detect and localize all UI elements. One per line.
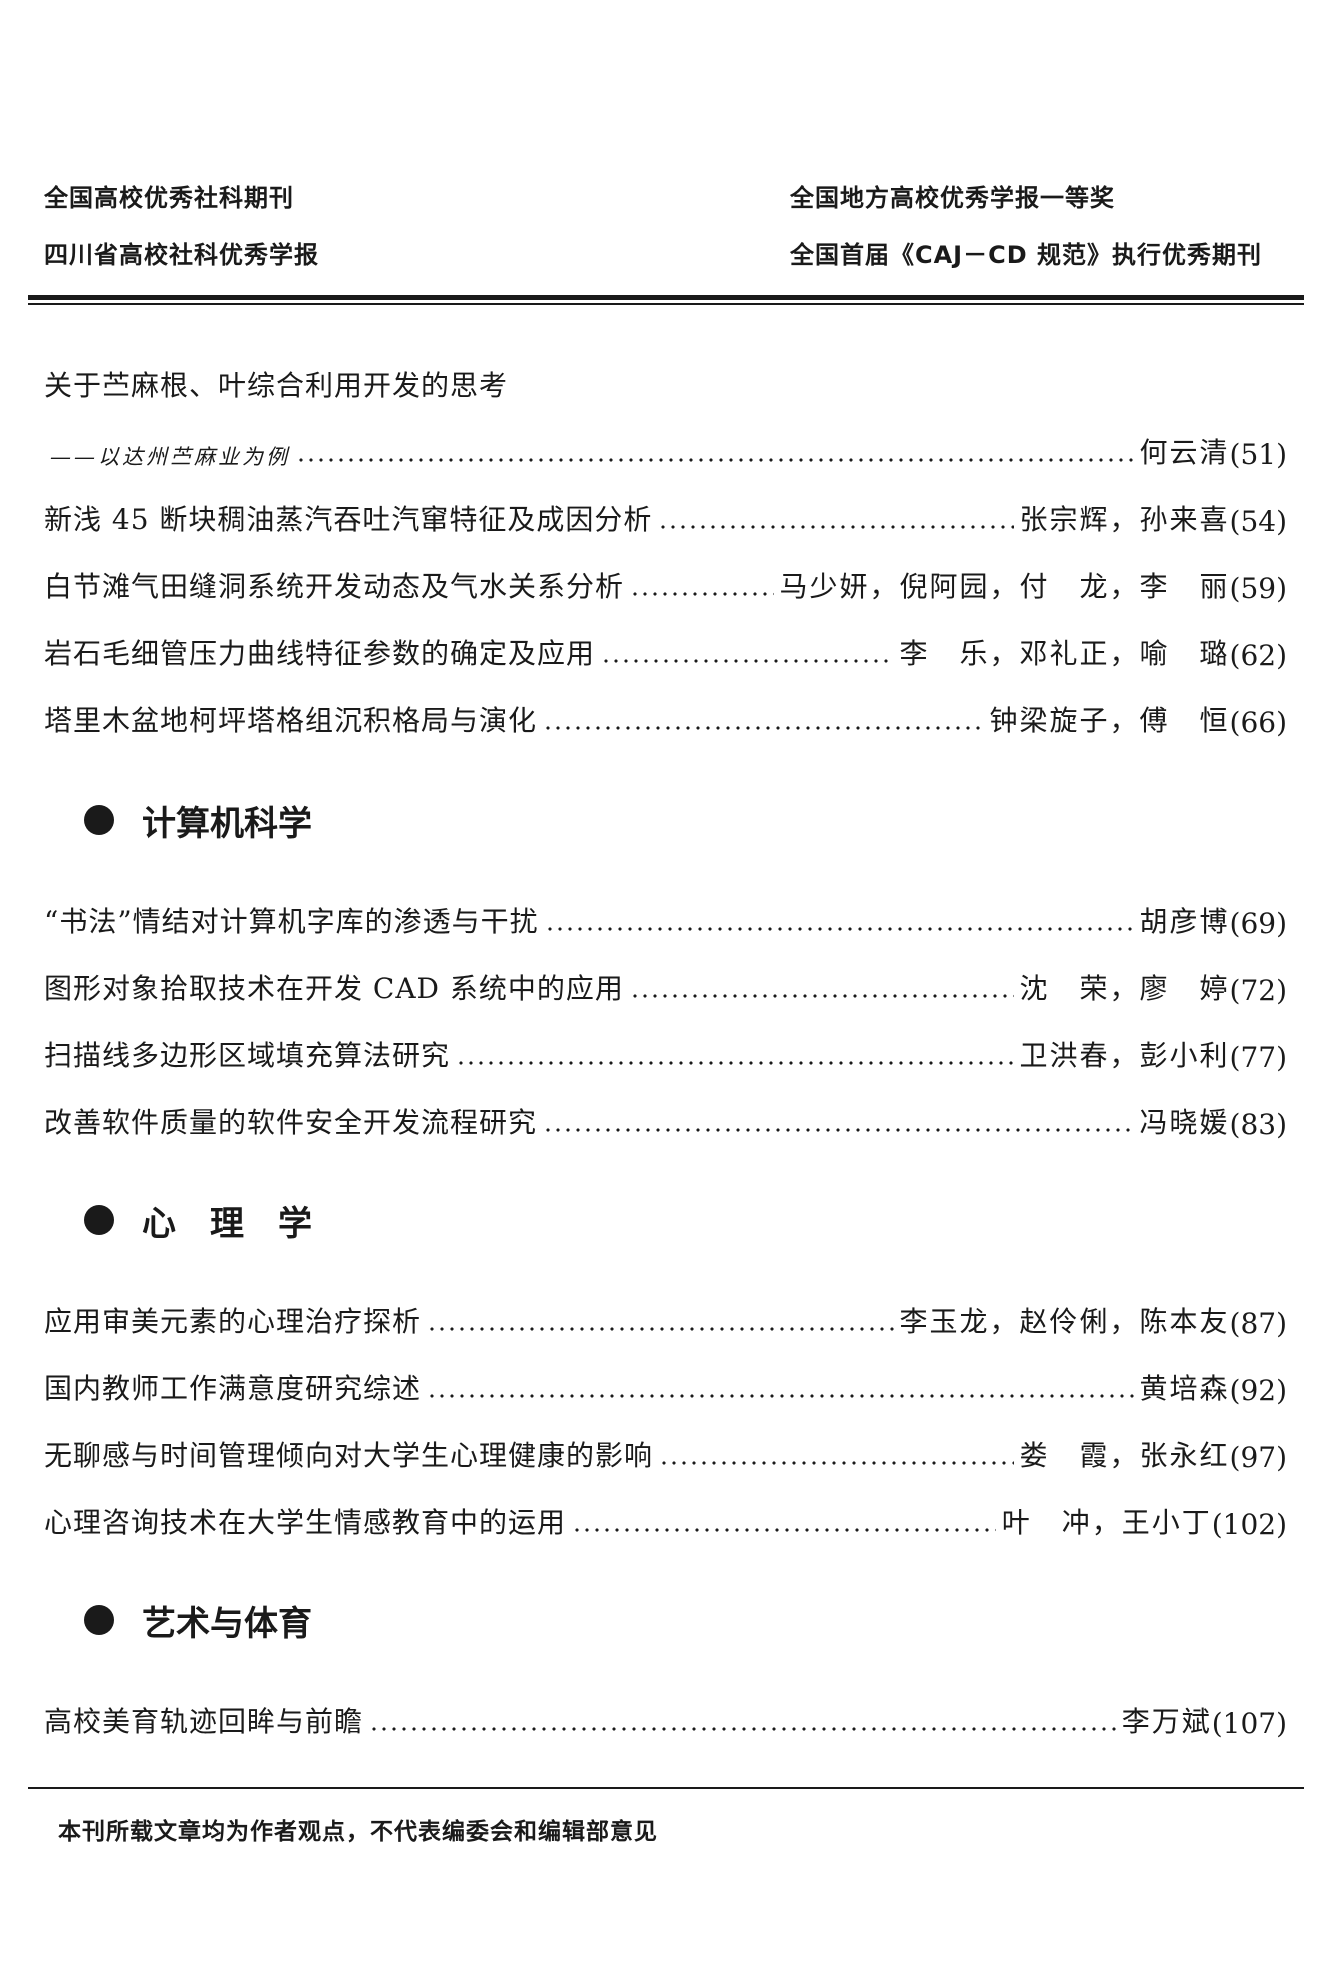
entry-authors: 马少妍，倪阿园，付 龙，李 丽 xyxy=(779,570,1230,603)
header-left-line2: 四川省高校社科优秀学报 xyxy=(44,241,319,269)
toc-entry[interactable]: 白节滩气田缝洞系统开发动态及气水关系分析 马少妍，倪阿园，付 龙，李 丽 (59… xyxy=(44,565,1287,605)
toc-entry[interactable]: 塔里木盆地柯坪塔格组沉积格局与演化 钟梁旋子，傅 恒 (66) xyxy=(44,699,1287,739)
entry-page: (102) xyxy=(1211,1508,1287,1541)
leader-dots xyxy=(630,592,774,596)
entry-page: (51) xyxy=(1229,438,1287,471)
leader-dots xyxy=(427,1327,894,1331)
entry-authors: 李万斌 xyxy=(1121,1705,1212,1738)
leader-dots xyxy=(658,525,1014,529)
entry-authors: 卫洪春，彭小利 xyxy=(1019,1039,1230,1072)
toc-entry[interactable]: “书法”情结对计算机字库的渗透与干扰 胡彦博 (69) xyxy=(44,900,1287,940)
header-rule-thick xyxy=(28,295,1304,300)
section-heading-computer-science: 计算机科学 xyxy=(84,798,312,844)
entry-title: 高校美育轨迹回眸与前瞻 xyxy=(44,1705,364,1738)
section-heading-text: 计算机科学 xyxy=(142,803,312,844)
entry-page: (97) xyxy=(1229,1441,1287,1474)
entry-authors: 李 乐，邓礼正，喻 璐 xyxy=(899,637,1230,670)
entry-authors: 叶 冲，王小丁 xyxy=(1001,1506,1212,1539)
entry-page: (66) xyxy=(1229,706,1287,739)
header-rule-thin xyxy=(28,303,1304,305)
entry-title: 新浅 45 断块稠油蒸汽吞吐汽窜特征及成因分析 xyxy=(44,503,653,536)
toc-entry[interactable]: 应用审美元素的心理治疗探析 李玉龙，赵伶俐，陈本友 (87) xyxy=(44,1300,1287,1340)
section-heading-text: 心 理 学 xyxy=(142,1203,312,1244)
entry-page: (69) xyxy=(1229,907,1287,940)
leader-dots xyxy=(427,1394,1134,1398)
entry-title: 塔里木盆地柯坪塔格组沉积格局与演化 xyxy=(44,704,538,737)
toc-entry[interactable]: 无聊感与时间管理倾向对大学生心理健康的影响 娄 霞，张永红 (97) xyxy=(44,1434,1287,1474)
entry-title: 图形对象拾取技术在开发 CAD 系统中的应用 xyxy=(44,972,624,1005)
section-heading-arts-sports: 艺术与体育 xyxy=(84,1598,312,1644)
entry-authors: 沈 荣，廖 婷 xyxy=(1019,972,1230,1005)
toc-entry[interactable]: 图形对象拾取技术在开发 CAD 系统中的应用 沈 荣，廖 婷 (72) xyxy=(44,967,1287,1007)
header-right-line1: 全国地方高校优秀学报一等奖 xyxy=(790,184,1115,212)
entry-title: 岩石毛细管压力曲线特征参数的确定及应用 xyxy=(44,637,596,670)
toc-entry[interactable]: 关于苎麻根、叶综合利用开发的思考 xyxy=(44,364,1287,404)
leader-dots xyxy=(629,994,1014,998)
entry-page: (83) xyxy=(1229,1108,1287,1141)
toc-entry[interactable]: ——以达州苎麻业为例 何云清 (51) xyxy=(44,431,1287,471)
toc-entry[interactable]: 岩石毛细管压力曲线特征参数的确定及应用 李 乐，邓礼正，喻 璐 (62) xyxy=(44,632,1287,672)
entry-title: “书法”情结对计算机字库的渗透与干扰 xyxy=(44,905,539,938)
entry-authors: 何云清 xyxy=(1139,436,1230,469)
toc-entry[interactable]: 新浅 45 断块稠油蒸汽吞吐汽窜特征及成因分析 张宗辉，孙来喜 (54) xyxy=(44,498,1287,538)
leader-dots xyxy=(296,458,1134,462)
footer-rule xyxy=(28,1787,1304,1789)
entry-title: 无聊感与时间管理倾向对大学生心理健康的影响 xyxy=(44,1439,654,1472)
bullet-icon xyxy=(84,805,114,835)
entry-subtitle: ——以达州苎麻业为例 xyxy=(50,445,290,469)
entry-title: 白节滩气田缝洞系统开发动态及气水关系分析 xyxy=(44,570,625,603)
entry-authors: 胡彦博 xyxy=(1139,905,1230,938)
entry-title: 关于苎麻根、叶综合利用开发的思考 xyxy=(44,369,509,402)
leader-dots xyxy=(543,1128,1134,1132)
leader-dots xyxy=(456,1061,1014,1065)
entry-title: 应用审美元素的心理治疗探析 xyxy=(44,1305,422,1338)
leader-dots xyxy=(544,927,1134,931)
entry-authors: 冯晓媛 xyxy=(1139,1106,1230,1139)
entry-page: (107) xyxy=(1211,1707,1287,1740)
toc-entry[interactable]: 心理咨询技术在大学生情感教育中的运用 叶 冲，王小丁 (102) xyxy=(44,1501,1287,1541)
bullet-icon xyxy=(84,1605,114,1635)
toc-entry[interactable]: 国内教师工作满意度研究综述 黄培森 (92) xyxy=(44,1367,1287,1407)
header-left-line1: 全国高校优秀社科期刊 xyxy=(44,184,294,212)
entry-authors: 李玉龙，赵伶俐，陈本友 xyxy=(899,1305,1230,1338)
entry-page: (72) xyxy=(1229,974,1287,1007)
section-heading-psychology: 心 理 学 xyxy=(84,1198,312,1244)
entry-title: 国内教师工作满意度研究综述 xyxy=(44,1372,422,1405)
entry-page: (92) xyxy=(1229,1374,1287,1407)
entry-title: 改善软件质量的软件安全开发流程研究 xyxy=(44,1106,538,1139)
toc-entry[interactable]: 改善软件质量的软件安全开发流程研究 冯晓媛 (83) xyxy=(44,1101,1287,1141)
leader-dots xyxy=(659,1461,1014,1465)
leader-dots xyxy=(543,726,984,730)
toc-entry[interactable]: 高校美育轨迹回眸与前瞻 李万斌 (107) xyxy=(44,1700,1287,1740)
entry-title: 扫描线多边形区域填充算法研究 xyxy=(44,1039,451,1072)
section-heading-text: 艺术与体育 xyxy=(142,1603,312,1644)
bullet-icon xyxy=(84,1205,114,1235)
entry-title: 心理咨询技术在大学生情感教育中的运用 xyxy=(44,1506,567,1539)
entry-page: (54) xyxy=(1229,505,1287,538)
entry-page: (62) xyxy=(1229,639,1287,672)
entry-authors: 娄 霞，张永红 xyxy=(1019,1439,1230,1472)
toc-entry[interactable]: 扫描线多边形区域填充算法研究 卫洪春，彭小利 (77) xyxy=(44,1034,1287,1074)
footer-disclaimer: 本刊所载文章均为作者观点，不代表编委会和编辑部意见 xyxy=(58,1819,658,1845)
header-right-line2: 全国首届《CAJ－CD 规范》执行优秀期刊 xyxy=(790,241,1263,269)
entry-page: (59) xyxy=(1229,572,1287,605)
entry-authors: 张宗辉，孙来喜 xyxy=(1019,503,1230,536)
leader-dots xyxy=(572,1528,996,1532)
entry-page: (77) xyxy=(1229,1041,1287,1074)
entry-authors: 钟梁旋子，傅 恒 xyxy=(989,704,1230,737)
entry-page: (87) xyxy=(1229,1307,1287,1340)
leader-dots xyxy=(601,659,894,663)
leader-dots xyxy=(369,1727,1116,1731)
entry-authors: 黄培森 xyxy=(1139,1372,1230,1405)
